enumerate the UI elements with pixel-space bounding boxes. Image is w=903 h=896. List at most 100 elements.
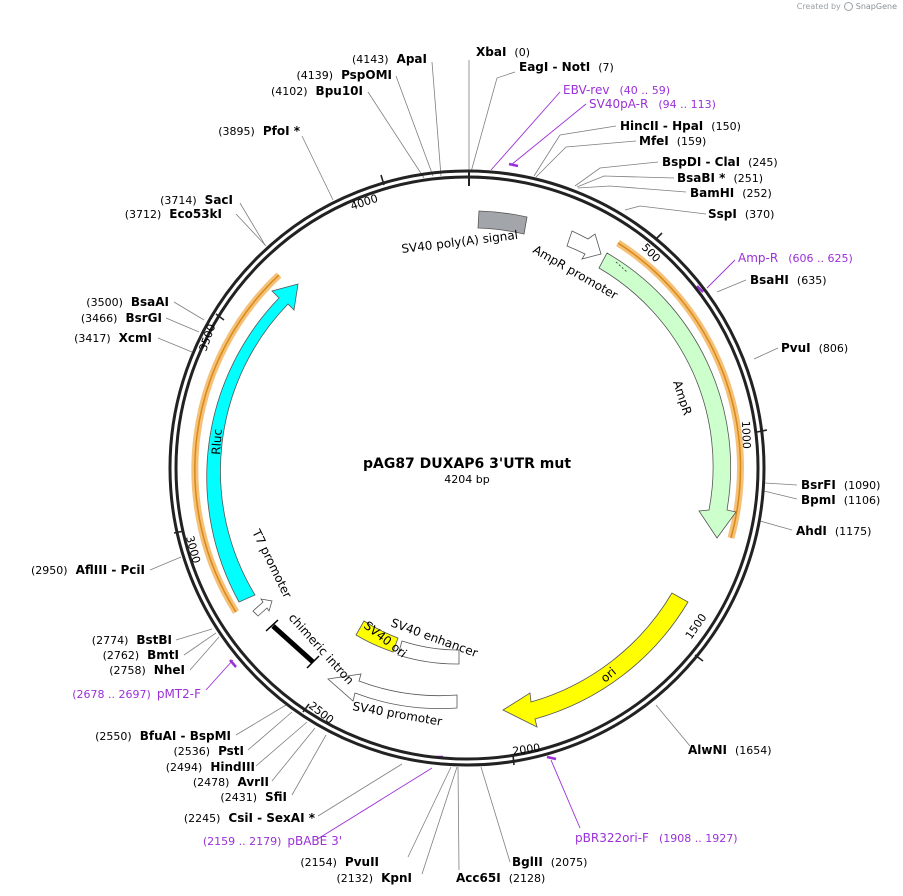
primer-pmt2-f[interactable]: (2678 .. 2697)pMT2-F [72, 687, 201, 701]
leader-sfiI [291, 734, 327, 796]
tick-2500 [302, 703, 310, 713]
leader-bsrgI [165, 317, 200, 333]
site-pvuI[interactable]: PvuI(806) [781, 341, 848, 355]
leader-bmtI [183, 632, 217, 656]
plasmid-name: pAG87 DUXAP6 3'UTR mut [363, 456, 571, 472]
primer-pbabe3[interactable]: (2159 .. 2179)pBABE 3' [203, 834, 342, 848]
primer-amp-r[interactable]: Amp-R(606 .. 625) [738, 251, 853, 265]
site-ahdI[interactable]: AhdI(1175) [796, 524, 871, 538]
site-pspomI[interactable]: (4139)PspOMI [296, 68, 392, 82]
site-bsaaI[interactable]: (3500)BsaAI [86, 295, 169, 309]
site-pstI[interactable]: (2536)PstI [173, 744, 244, 758]
site-hincII-hpaI[interactable]: HincII - HpaI(150) [620, 119, 741, 133]
site-sfiI[interactable]: (2431)SfiI [220, 790, 287, 804]
feature-ampr[interactable] [598, 252, 737, 539]
feature-ampr-promoter[interactable] [566, 230, 602, 260]
leader-sspI [624, 205, 707, 215]
leader-amp-r [706, 259, 736, 289]
site-bsabI[interactable]: BsaBI *(251) [677, 171, 763, 185]
site-alwnI[interactable]: AlwNI(1654) [688, 743, 772, 757]
site-eagI-notI[interactable]: EagI - NotI(7) [519, 60, 614, 74]
leader-pbr322ori-f [550, 759, 581, 829]
backbone-inner-ring [174, 175, 760, 761]
plasmid-title: pAG87 DUXAP6 3'UTR mut 4204 bp [363, 456, 571, 486]
leader-bstbI [175, 628, 213, 641]
site-bsrgI[interactable]: (3466)BsrGI [81, 311, 162, 325]
feature-sv40-polya[interactable] [477, 210, 528, 235]
tick-label-2000: 2000 [512, 741, 542, 758]
tick-4000 [380, 174, 385, 186]
site-pvuII[interactable]: (2154)PvuII [300, 855, 379, 869]
site-bmtI[interactable]: (2762)BmtI [103, 648, 179, 662]
primer-labels: EBV-rev(40 .. 59) SV40pA-R(94 .. 113) Am… [72, 83, 852, 848]
site-xbai[interactable]: XbaI(0) [476, 45, 530, 59]
feature-sv40-ori[interactable] [355, 620, 399, 653]
feature-ori[interactable] [502, 592, 689, 728]
site-nheI[interactable]: (2758)NheI [109, 663, 185, 677]
site-bfuaI-bspmI[interactable]: (2550)BfuAI - BspMI [95, 729, 231, 743]
site-csiI-sexaI[interactable]: (2245)CsiI - SexAI * [184, 811, 316, 825]
leader-pfoI [301, 135, 334, 201]
primer-pbr322ori-f[interactable]: pBR322ori-F(1908 .. 1927) [575, 831, 738, 845]
ampr-promoter-overlap [615, 261, 628, 273]
leader-sexaI [317, 763, 403, 817]
site-eco53kI[interactable]: (3712)Eco53kI [125, 207, 222, 221]
feature-t7-promoter[interactable] [252, 598, 273, 617]
site-bspdI-claI[interactable]: BspDI - ClaI(245) [662, 155, 778, 169]
site-kpnI[interactable]: (2132)KpnI [337, 871, 412, 885]
feature-rluc[interactable] [206, 283, 299, 603]
leader-bsaaI [173, 301, 205, 321]
feature-sv40-promoter[interactable] [327, 673, 458, 709]
primer-ebv-rev[interactable]: EBV-rev(40 .. 59) [563, 83, 670, 97]
plasmid-backbone [168, 169, 766, 767]
backbone-outer-ring [168, 169, 766, 767]
leader-apaI [431, 61, 442, 177]
site-hindIII[interactable]: (2494)HindIII [166, 760, 255, 774]
leader-claI [574, 161, 659, 187]
site-aflIII-pciI[interactable]: (2950)AflIII - PciI [31, 563, 145, 577]
site-acc65I[interactable]: Acc65I(2128) [456, 871, 545, 885]
primer-mark-sv40pa-r [508, 162, 519, 168]
site-mfeI[interactable]: MfeI(159) [639, 134, 706, 148]
leader-eco53kI [235, 213, 267, 247]
tick-3000 [173, 530, 185, 534]
credit-brand: SnapGene [855, 2, 897, 11]
site-bpmI[interactable]: BpmI(1106) [801, 493, 880, 507]
leader-lines [149, 60, 798, 875]
leader-bsrfI [764, 482, 798, 486]
site-avrII[interactable]: (2478)AvrII [193, 775, 269, 789]
feature-sv40-enhancer[interactable] [397, 640, 460, 665]
leader-pbabe3 [315, 767, 433, 841]
leader-nheI [189, 636, 220, 671]
site-bsahI[interactable]: BsaHI(635) [750, 273, 827, 287]
site-bsrfI[interactable]: BsrFI(1090) [801, 478, 880, 492]
site-bamhI[interactable]: BamHI(252) [690, 186, 772, 200]
site-bglII[interactable]: BglII(2075) [512, 855, 587, 869]
feature-label-sv40-polya: SV40 poly(A) signal [401, 228, 519, 256]
site-bstbI[interactable]: (2774)BstBI [92, 633, 172, 647]
primer-leaders [205, 91, 736, 841]
leader-ahdI [759, 520, 793, 531]
site-sspI[interactable]: SspI(370) [708, 207, 774, 221]
leader-ebv-rev [490, 91, 561, 171]
plasmid-length: 4204 bp [444, 473, 489, 486]
primer-mark-amp-r [696, 285, 704, 293]
restriction-site-labels: XbaI(0) EagI - NotI(7) HincII - HpaI(150… [456, 45, 880, 885]
site-sacI[interactable]: (3714)SacI [160, 193, 233, 207]
leader-pvuII [407, 766, 452, 858]
site-pfoI[interactable]: (3895)PfoI * [218, 124, 300, 138]
tick-label-2500: 2500 [306, 699, 336, 726]
primer-sv40pa-r[interactable]: SV40pA-R(94 .. 113) [589, 97, 716, 111]
site-bpu10I[interactable]: (4102)Bpu10I [271, 84, 363, 98]
feature-label-ampr: AmpR [670, 379, 694, 417]
restriction-site-labels-left: (2132)KpnI (2154)PvuII (2245)CsiI - SexA… [31, 52, 427, 885]
site-xcmI[interactable]: (3417)XcmI [74, 331, 152, 345]
snapgene-credit: Created by SnapGene [797, 2, 897, 11]
leader-bsabI [576, 175, 675, 188]
position-ticks [173, 174, 768, 766]
feature-chimeric-intron[interactable] [271, 624, 315, 664]
orf-highlight-rluc-core [194, 274, 280, 613]
site-apaI[interactable]: (4143)ApaI [352, 52, 427, 66]
primer-mark-pbr322ori-f [546, 755, 557, 761]
